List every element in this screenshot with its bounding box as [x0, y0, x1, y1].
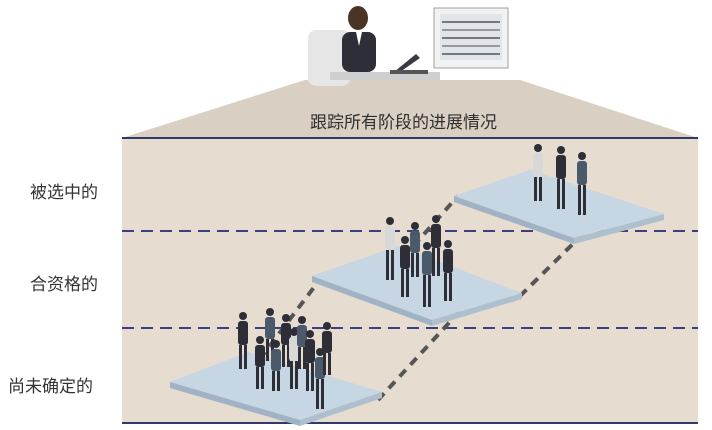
candidates-bottom-group	[238, 308, 332, 409]
candidates-top-group	[533, 144, 587, 215]
platform-bottom	[170, 352, 382, 426]
person-figure-icon	[422, 242, 432, 307]
level-label-selected: 被选中的	[30, 183, 98, 203]
person-figure-icon	[271, 340, 281, 391]
platform-middle	[312, 246, 522, 326]
person-figure-icon	[556, 146, 566, 209]
person-figure-icon	[400, 236, 410, 297]
level-label-undetermined: 尚未确定的	[8, 377, 93, 397]
person-figure-icon	[255, 336, 265, 389]
person-figure-icon	[322, 322, 332, 375]
report-screen-icon	[433, 7, 509, 69]
roof-panel	[122, 80, 698, 138]
person-figure-icon	[410, 222, 420, 277]
person-figure-icon	[443, 240, 453, 301]
candidates-middle-group	[385, 215, 453, 307]
person-figure-icon	[238, 312, 248, 369]
person-figure-icon	[315, 348, 325, 409]
person-figure-icon	[281, 314, 291, 367]
person-figure-icon	[533, 144, 543, 201]
person-figure-icon	[305, 330, 315, 391]
level-label-qualified: 合资格的	[30, 275, 98, 295]
person-figure-icon	[577, 152, 587, 215]
person-figure-icon	[385, 217, 395, 280]
person-at-laptop-icon	[308, 6, 440, 86]
person-figure-icon	[431, 215, 441, 276]
person-figure-icon	[297, 316, 307, 369]
diagram-title: 跟踪所有阶段的进展情况	[310, 113, 497, 133]
person-figure-icon	[289, 328, 299, 389]
